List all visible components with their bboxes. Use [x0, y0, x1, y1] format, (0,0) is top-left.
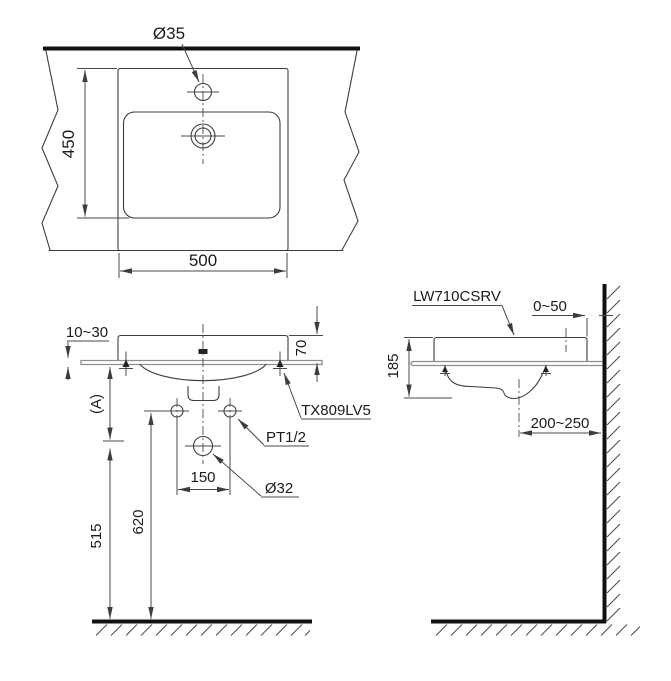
dim-floor-to-drain: 515 — [88, 448, 113, 619]
basin-width-label: 500 — [189, 251, 217, 270]
product-model-label: LW710CSRV — [413, 288, 501, 305]
dim-faucet-diameter: Ø35 — [153, 24, 200, 83]
counter-side — [410, 360, 603, 367]
mounting-bolt-side-left — [440, 366, 450, 376]
callout-supply-connection: PT1/2 — [237, 418, 309, 447]
dim-cutout-depth: 450 — [59, 68, 129, 219]
dim-counter-thickness: 10~30 — [65, 324, 109, 380]
mounting-bolt-side-right — [541, 366, 551, 376]
faucet-model-label: TX809LV5 — [301, 402, 371, 419]
basin-height-label: 185 — [385, 353, 402, 378]
counter-break-line-left — [41, 50, 59, 251]
drain-diameter-label: Ø32 — [265, 480, 293, 497]
basin-rim-top — [122, 111, 281, 219]
floor-hatching-front — [95, 624, 311, 636]
dim-basin-height: 185 — [385, 337, 452, 399]
wall-hatching — [606, 285, 621, 622]
faucet-hole-mark — [198, 349, 208, 354]
supply-connection-label: PT1/2 — [266, 429, 306, 446]
floor-hatching-side — [435, 624, 641, 636]
top-view: Ø35 450 500 — [41, 24, 360, 278]
drain-to-wall-label: 200~250 — [531, 415, 590, 432]
mounting-bolt-left — [119, 351, 133, 376]
floor-to-drain-label: 515 — [88, 523, 105, 548]
cutout-depth-label: 450 — [59, 130, 78, 158]
faucet-spacing-label: 150 — [190, 469, 215, 486]
bowl-profile-side — [444, 364, 547, 400]
dim-faucet-spacing: 150 — [176, 419, 231, 495]
installation-height-label: (A) — [88, 394, 105, 414]
front-view: 10~30 70 (A) 515 620 150 — [65, 306, 371, 636]
counter-break-line-right — [341, 50, 360, 251]
dim-drain-to-wall: 200~250 — [520, 415, 601, 436]
rim-height-label: 70 — [293, 340, 310, 357]
wall-clearance-label: 0~50 — [533, 298, 567, 315]
dim-basin-width: 500 — [118, 251, 288, 278]
floor-to-supply-label: 620 — [130, 509, 147, 534]
mounting-bolt-right — [273, 351, 287, 376]
counter-thickness-label: 10~30 — [66, 324, 108, 341]
basin-outline-front — [117, 334, 289, 361]
dim-floor-to-supply: 620 — [130, 410, 166, 619]
dim-installation-height: (A) — [88, 367, 124, 442]
basin-outline-top — [117, 67, 289, 252]
side-view: LW710CSRV 0~50 185 200~250 — [385, 284, 641, 636]
callout-faucet-model: TX809LV5 — [283, 372, 371, 420]
dim-rim-height: 70 — [289, 306, 323, 382]
faucet-diameter-label: Ø35 — [153, 24, 185, 43]
dim-wall-clearance: 0~50 — [532, 298, 613, 337]
basin-outline-side — [433, 336, 588, 362]
callout-drain-diameter: Ø32 — [212, 453, 299, 498]
callout-product-model: LW710CSRV — [412, 288, 515, 336]
trap-outlet — [187, 385, 220, 402]
